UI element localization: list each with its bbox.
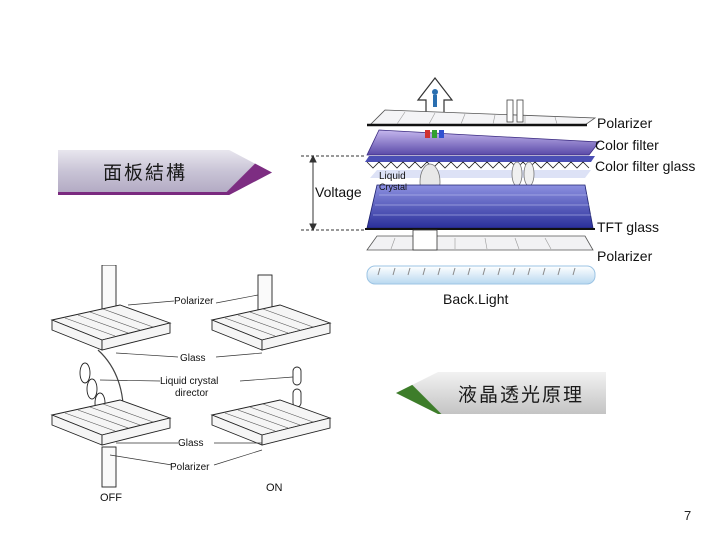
color-filter-glass-label: Color filter glass xyxy=(595,158,695,174)
off-label: OFF xyxy=(100,492,122,504)
lc-polarizer-bottom-label: Polarizer xyxy=(170,462,210,473)
lc-principle-arrow: 液晶透光原理 xyxy=(396,372,606,414)
polarizer-bottom-label: Polarizer xyxy=(597,248,653,264)
color-filter-layer xyxy=(366,129,600,156)
arrow-accent xyxy=(396,372,456,414)
voltage-label: Voltage xyxy=(315,184,362,200)
tft-glass-layer xyxy=(365,184,595,230)
lc-director-line2: director xyxy=(175,388,209,399)
on-label: ON xyxy=(266,482,283,494)
page-number: 7 xyxy=(684,508,692,523)
crystal-label: Crystal xyxy=(379,182,407,192)
bottom-polarizer-layer xyxy=(366,229,594,251)
lc-on-off-diagram: Polarizer Glass Liquid crystal director … xyxy=(50,265,332,504)
panel-structure-label: 面板結構 xyxy=(102,161,187,184)
voltage-bracket xyxy=(301,154,365,232)
lc-glass-bottom-label: Glass xyxy=(178,438,204,449)
lc-principle-label: 液晶透光原理 xyxy=(457,383,584,406)
lc-polarizer-top-label: Polarizer xyxy=(174,296,214,307)
off-stack xyxy=(50,265,172,488)
on-stack xyxy=(210,274,332,446)
color-filter-glass-layer xyxy=(365,156,595,169)
lc-glass-top-label: Glass xyxy=(180,353,206,364)
lc-director-line1: Liquid crystal xyxy=(160,376,218,387)
liquid-label: Liquid xyxy=(379,171,406,182)
leader-lines xyxy=(99,294,294,466)
panel-structure-arrow: 面板結構 xyxy=(58,150,272,195)
color-filter-label: Color filter xyxy=(595,137,659,153)
top-polarizer-layer xyxy=(367,99,597,127)
light-output-arrow xyxy=(416,77,454,116)
polarizer-top-label: Polarizer xyxy=(597,115,653,131)
tft-glass-label: TFT glass xyxy=(597,219,659,235)
backlight-label: Back.Light xyxy=(443,291,508,307)
arrow-accent xyxy=(212,150,272,192)
panel-structure-diagram: Voltage Liquid Crystal Polarizer Color f… xyxy=(301,77,695,307)
backlight-layer xyxy=(366,265,596,285)
